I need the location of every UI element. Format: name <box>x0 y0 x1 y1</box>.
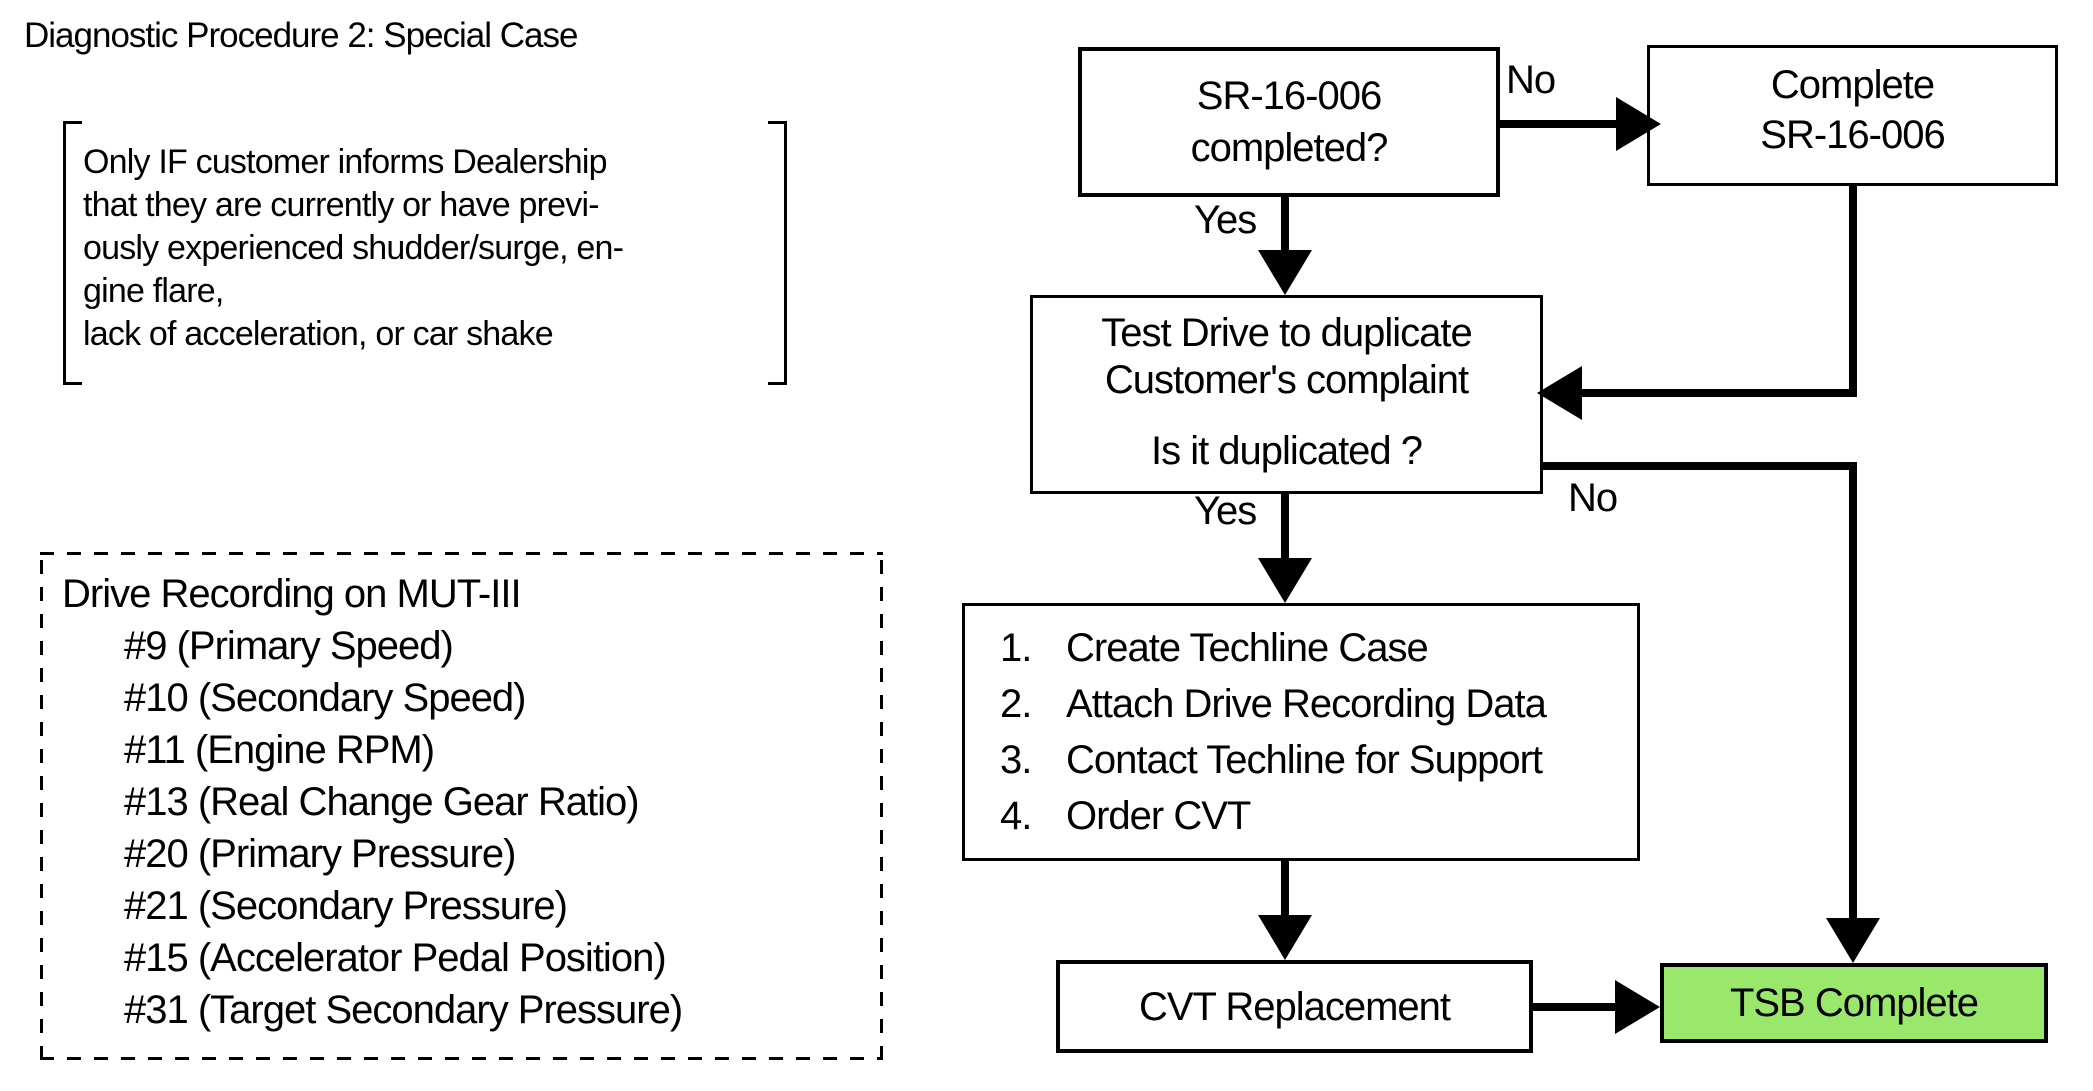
step-text: Order CVT <box>1066 794 1251 838</box>
step-text: Attach Drive Recording Data <box>1066 682 1547 726</box>
step-number: 2. <box>1000 682 1032 726</box>
note-line: ously experienced shudder/surge, en- <box>83 229 624 267</box>
drive-recording-item: #10 (Secondary Speed) <box>124 676 527 720</box>
edge-return-horizontal-shaft <box>1578 389 1857 397</box>
arrowhead-down-icon <box>1826 918 1880 963</box>
node-text-line: CVT Replacement <box>1138 984 1451 1029</box>
flow-node-complete-sr: Complete SR-16-006 <box>1647 45 2058 186</box>
edge-cvt-tsb-shaft <box>1533 1003 1615 1011</box>
drive-recording-item: #31 (Target Secondary Pressure) <box>124 988 683 1032</box>
edge-no2-horizontal-shaft <box>1541 462 1857 470</box>
node-text-line: Test Drive to duplicate <box>1101 311 1473 355</box>
step-number: 3. <box>1000 738 1032 782</box>
flow-node-tsb-complete: TSB Complete <box>1660 963 2048 1043</box>
drive-recording-title: Drive Recording on MUT-III <box>62 572 522 616</box>
edge-steps-cvt-shaft <box>1281 861 1289 915</box>
flow-node-cvt-replacement: CVT Replacement <box>1056 960 1533 1053</box>
arrowhead-right-icon <box>1615 980 1660 1034</box>
drive-recording-item: #20 (Primary Pressure) <box>124 832 516 876</box>
note-line: that they are currently or have previ- <box>83 186 600 224</box>
arrowhead-left-icon <box>1537 366 1582 420</box>
drive-recording-item: #15 (Accelerator Pedal Position) <box>124 936 667 980</box>
right-bracket <box>768 121 787 385</box>
step-number: 1. <box>1000 626 1032 670</box>
edge-yes-shaft <box>1281 197 1289 250</box>
page-title: Diagnostic Procedure 2: Special Case <box>24 16 578 55</box>
arrowhead-down-icon <box>1258 250 1312 295</box>
step-row: 4. Order CVT <box>1000 788 1637 844</box>
edge-no-shaft <box>1500 120 1618 128</box>
condition-note: Only IF customer informs Dealership that… <box>63 121 787 385</box>
left-bracket <box>63 121 82 385</box>
arrowhead-right-icon <box>1616 97 1661 151</box>
node-text-line: SR-16-006 <box>1760 113 1945 157</box>
flow-node-test-drive: Test Drive to duplicate Customer's compl… <box>1030 295 1543 494</box>
arrowhead-down-icon <box>1258 558 1312 603</box>
drive-recording-item: #11 (Engine RPM) <box>124 728 435 772</box>
step-row: 2. Attach Drive Recording Data <box>1000 676 1637 732</box>
condition-note-text: Only IF customer informs Dealership that… <box>83 141 763 356</box>
drive-recording-item: #21 (Secondary Pressure) <box>124 884 568 928</box>
edge-label-yes-top: Yes <box>1194 198 1257 242</box>
edge-return-vertical-shaft <box>1849 186 1857 397</box>
node-text-line: TSB Complete <box>1729 981 1979 1025</box>
node-text-line: Complete <box>1770 63 1935 107</box>
node-question: Is it duplicated ? <box>1150 429 1423 473</box>
edge-label-yes-mid: Yes <box>1194 489 1257 533</box>
flow-node-sr-check: SR-16-006 completed? <box>1078 47 1500 197</box>
edge-yes2-shaft <box>1281 494 1289 558</box>
drive-recording-panel: Drive Recording on MUT-III #9 (Primary S… <box>40 552 883 1060</box>
flow-node-techline-steps: 1. Create Techline Case 2. Attach Drive … <box>962 603 1640 861</box>
note-line: lack of acceleration, or car shake <box>83 315 554 353</box>
drive-recording-list: #9 (Primary Speed) #10 (Secondary Speed)… <box>62 620 883 1036</box>
drive-recording-item: #9 (Primary Speed) <box>124 624 454 668</box>
note-line: Only IF customer informs Dealership <box>83 143 608 181</box>
node-text-line: completed? <box>1190 126 1389 170</box>
edge-label-no-top: No <box>1506 58 1556 102</box>
step-row: 1. Create Techline Case <box>1000 620 1637 676</box>
step-text: Create Techline Case <box>1066 626 1429 670</box>
drive-recording-item: #13 (Real Change Gear Ratio) <box>124 780 640 824</box>
edge-no2-vertical-shaft <box>1849 462 1857 918</box>
arrowhead-down-icon <box>1258 915 1312 960</box>
step-number: 4. <box>1000 794 1032 838</box>
step-text: Contact Techline for Support <box>1066 738 1543 782</box>
note-line: gine flare, <box>83 272 224 310</box>
step-row: 3. Contact Techline for Support <box>1000 732 1637 788</box>
node-text-line: SR-16-006 <box>1196 74 1382 118</box>
node-text-line: Customer's complaint <box>1104 358 1469 402</box>
edge-label-no-mid: No <box>1568 476 1618 520</box>
